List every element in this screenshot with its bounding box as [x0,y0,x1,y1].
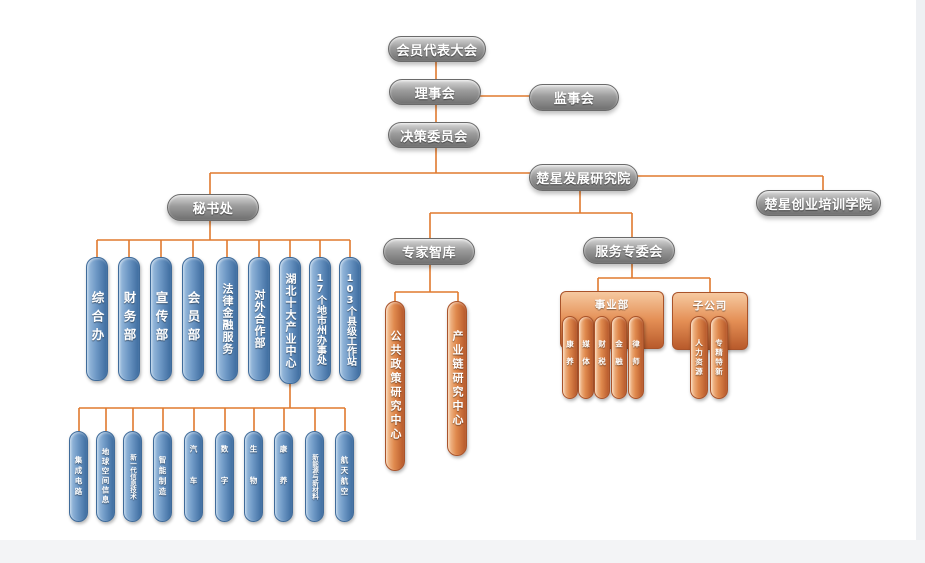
assembly-box: 会员代表大会 [388,36,486,62]
center-industry-chain: 产业链研究中心 [447,301,467,456]
business-item-tax: 财税 [594,316,610,399]
decision-committee-box: 决策委员会 [388,122,480,148]
subsidiary-label: 子公司 [692,300,728,312]
dept-city-offices: 17个地市州办事处 [309,257,331,381]
service-committee-box: 服务专委会 [583,237,675,264]
business-division-label: 事业部 [594,299,630,311]
dept-external-cooperation: 对外合作部 [248,257,270,381]
dept-county-stations: 103个县级工作站 [339,257,361,381]
institute-box: 楚星发展研究院 [529,164,638,191]
industry-new-it: 新一代信息技术 [123,431,142,522]
industry-smart-manufacturing: 智能制造 [153,431,172,522]
subsidiary-item-hr: 人力资源 [690,316,708,399]
think-tank-box: 专家智库 [383,238,475,265]
dept-legal-finance: 法律金融服务 [216,257,238,381]
dept-industry-centers: 湖北十大产业中心 [279,257,301,384]
center-public-policy: 公共政策研究中心 [385,301,405,471]
subsidiary-item-specialized: 专精特新 [710,316,728,399]
dept-general-office: 综合办 [86,257,108,381]
dept-finance: 财务部 [118,257,140,381]
industry-integrated-circuits: 集成电路 [69,431,88,522]
industry-biotech: 生物 [244,431,263,522]
secretariat-box: 秘书处 [167,194,259,221]
industry-aerospace: 航天航空 [335,431,354,522]
industry-digital: 数字 [215,431,234,522]
industry-health-care: 康养 [274,431,293,522]
academy-box: 楚星创业培训学院 [756,190,881,216]
business-item-media: 媒体 [578,316,594,399]
business-item-finance: 金融 [611,316,627,399]
page-footer-strip [0,540,925,563]
industry-automotive: 汽车 [184,431,203,522]
dept-publicity: 宣传部 [150,257,172,381]
industry-geospatial: 地球空间信息 [96,431,115,522]
page-scroll-edge [916,0,925,540]
industry-new-energy-materials: 新能源与新材料 [305,431,324,522]
supervisors-box: 监事会 [529,84,619,111]
business-item-lawyer: 律师 [628,316,644,399]
business-item-health-care: 康养 [562,316,578,399]
dept-membership: 会员部 [182,257,204,381]
council-box: 理事会 [389,79,481,105]
